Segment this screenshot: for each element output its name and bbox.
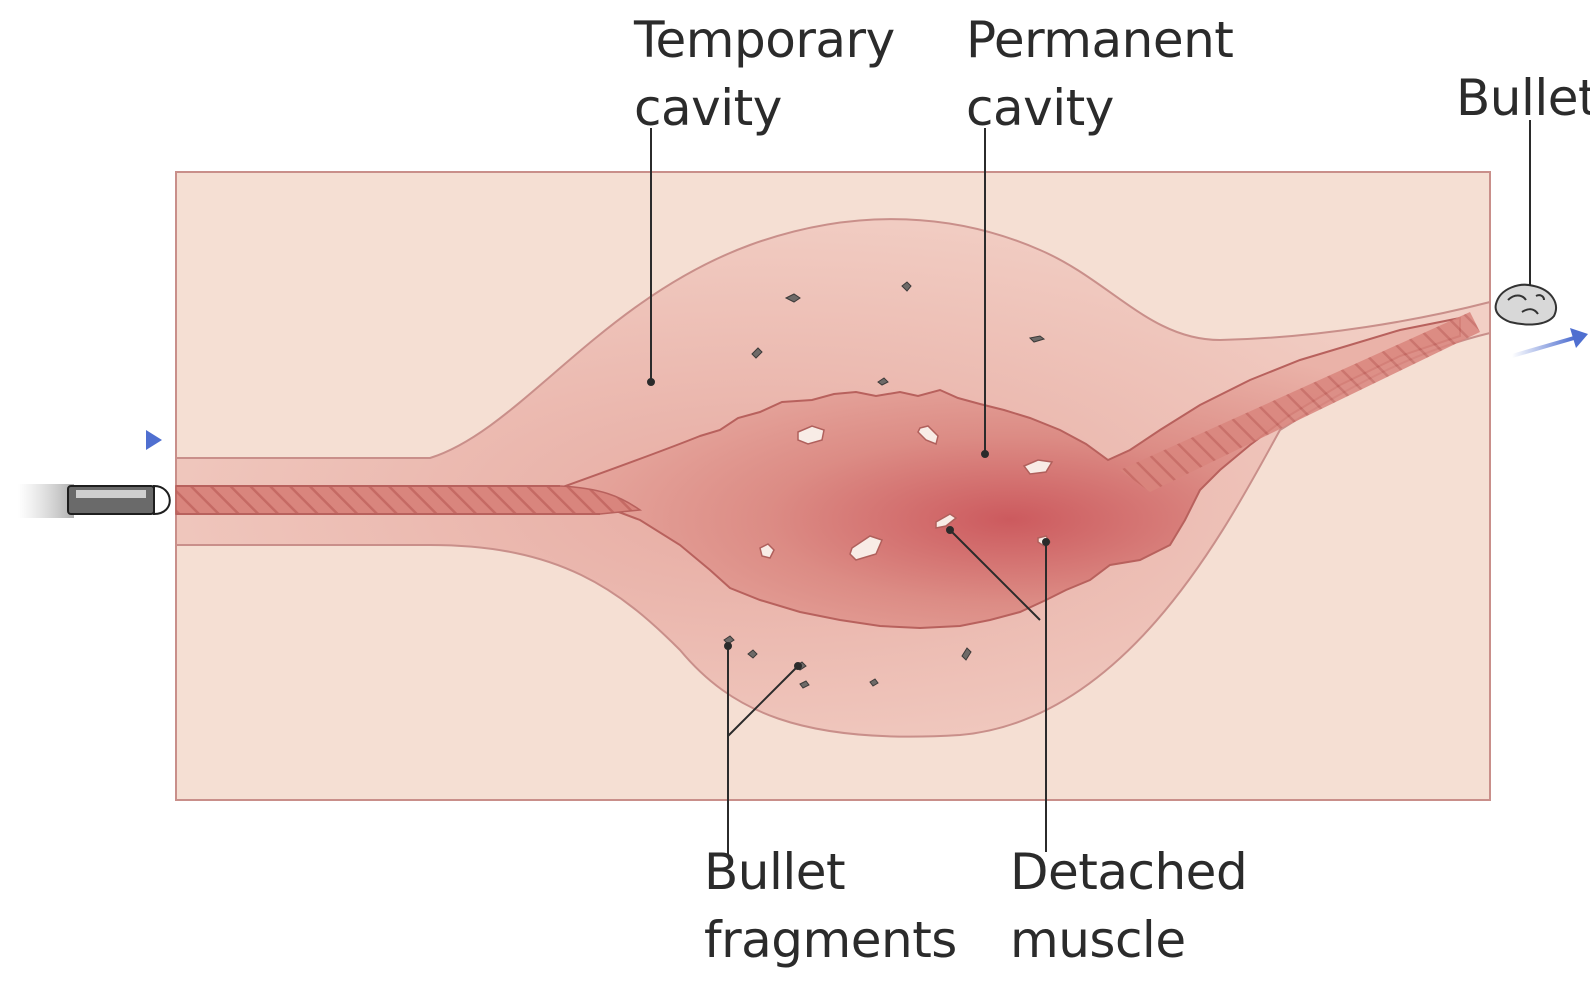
label-temporary-cavity-line1: Temporary (634, 6, 895, 74)
entry-motion-arrow (60, 430, 162, 450)
exiting-bullet (1496, 285, 1556, 325)
label-detached-muscle-line2: muscle (1010, 906, 1247, 974)
label-detached-muscle: Detached muscle (1010, 838, 1247, 974)
label-bullet-fragments: Bullet fragments (704, 838, 957, 974)
bullet-motion-trail (18, 484, 74, 518)
incoming-bullet (18, 484, 170, 518)
wound-tract (176, 486, 640, 514)
label-bullet: Bullet (1456, 64, 1590, 132)
label-temporary-cavity-line2: cavity (634, 74, 895, 142)
label-detached-muscle-line1: Detached (1010, 838, 1247, 906)
label-permanent-cavity-line1: Permanent (966, 6, 1233, 74)
label-permanent-cavity: Permanent cavity (966, 6, 1233, 142)
label-bullet-fragments-line2: fragments (704, 906, 957, 974)
bullet-tip (154, 486, 170, 514)
exit-motion-arrow (1512, 328, 1588, 356)
label-bullet-fragments-line1: Bullet (704, 838, 957, 906)
label-permanent-cavity-line2: cavity (966, 74, 1233, 142)
label-temporary-cavity: Temporary cavity (634, 6, 895, 142)
deformed-bullet (1496, 285, 1556, 325)
